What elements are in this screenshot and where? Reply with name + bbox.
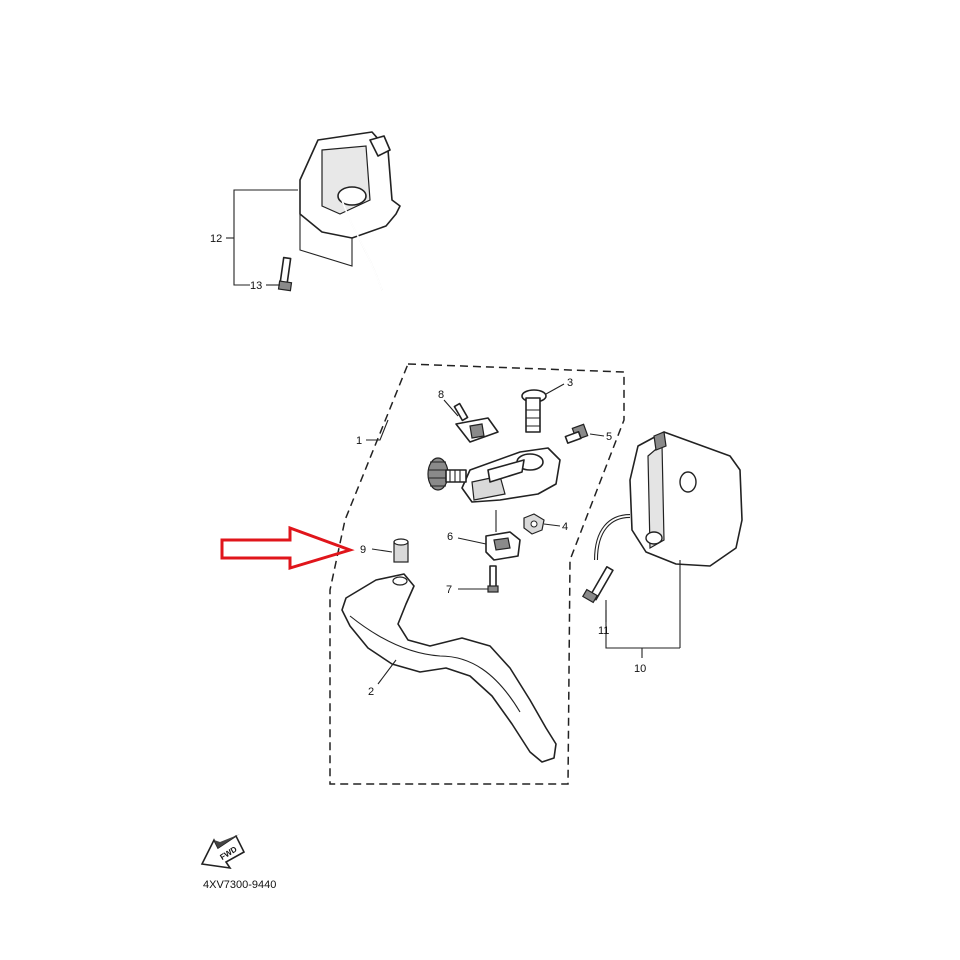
switch-housing-upper (299, 131, 401, 291)
callout-10: 10 (634, 663, 646, 675)
assembly-1-boundary (329, 363, 625, 785)
callout-12: 12 (210, 233, 222, 245)
pivot-bolt-3 (521, 389, 547, 433)
switch-6 (485, 510, 521, 561)
leader-3 (545, 383, 565, 395)
screw-11 (581, 565, 614, 604)
fwd-arrow-icon: FWD (200, 834, 246, 870)
screw-5 (564, 423, 589, 444)
leader-5 (589, 433, 605, 437)
leader-9 (371, 548, 393, 553)
switch-housing-right (594, 431, 743, 648)
screw-8 (453, 402, 499, 443)
leader-12-bracket (226, 189, 298, 286)
lever-holder (461, 447, 561, 503)
callout-4: 4 (562, 521, 568, 533)
leader-10-bracket (605, 600, 680, 649)
callout-2: 2 (368, 686, 374, 698)
adjuster-knob (427, 457, 467, 491)
diagram-code: 4XV7300-9440 (203, 879, 276, 891)
callout-9: 9 (360, 544, 366, 556)
callout-6: 6 (447, 531, 453, 543)
leader-2 (377, 659, 397, 685)
screw-13 (277, 256, 293, 292)
leader-8 (443, 399, 459, 417)
leader-4 (543, 523, 561, 527)
screw-7 (487, 565, 499, 593)
leader-1 (366, 419, 389, 441)
callout-5: 5 (606, 431, 612, 443)
leader-6 (457, 537, 487, 545)
callout-3: 3 (567, 377, 573, 389)
lever-2 (341, 573, 557, 763)
callout-1: 1 (356, 435, 362, 447)
callout-8: 8 (438, 389, 444, 401)
collar-9 (393, 538, 409, 563)
highlight-arrow (220, 525, 355, 571)
nut-4 (523, 513, 545, 535)
callout-11: 11 (598, 625, 609, 637)
callout-7: 7 (446, 584, 452, 596)
callout-13: 13 (250, 280, 262, 292)
